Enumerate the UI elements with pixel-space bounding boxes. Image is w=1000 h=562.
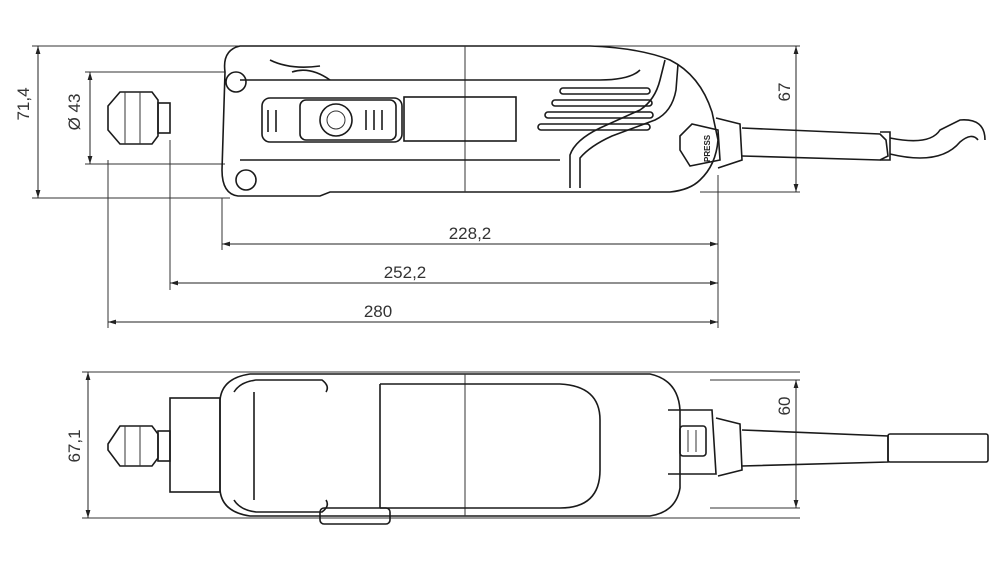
overall-width-label: 67,1 [65,429,84,462]
vent-slots [537,87,654,131]
overall-height-label: 71,4 [14,87,33,120]
tool-body-top [219,373,681,525]
tool-body-side [221,45,719,197]
press-label: PRESS [703,134,712,162]
length-with-nose-label: 252,2 [384,263,427,282]
extension-lines-top [32,45,800,328]
length-body-label: 228,2 [449,224,492,243]
speed-switch [261,96,517,143]
cable-top [715,417,989,477]
collet-nut-bottom [107,397,221,493]
cable-side [715,117,986,169]
top-view: 67,1 60 [65,371,989,525]
collet-nut-top [107,91,171,145]
horizontal-dims-top [108,241,718,325]
body-width-label: 60 [775,397,794,416]
extension-lines-bottom [82,371,800,519]
collet-diameter-label: Ø 43 [65,94,84,131]
length-total-label: 280 [364,302,392,321]
press-button: PRESS [679,123,721,167]
body-height-label: 67 [775,83,794,102]
side-view: 71,4 Ø 43 67 228,2 252,2 280 [14,45,986,328]
vertical-dims-top [35,46,799,198]
rear-switch-top [668,409,717,475]
